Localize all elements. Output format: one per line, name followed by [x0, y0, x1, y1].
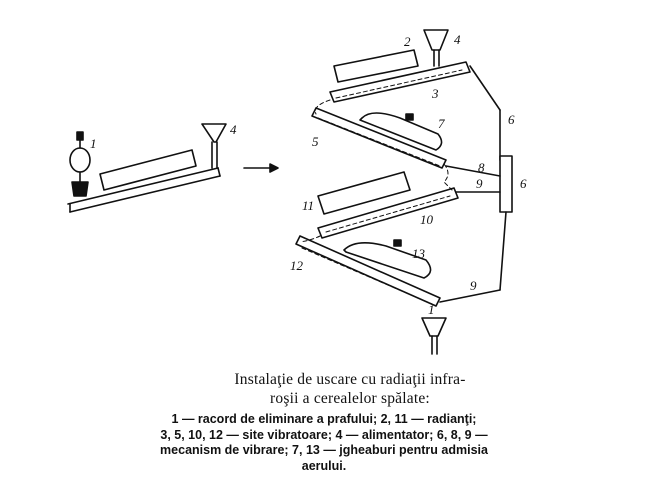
legend-line-4: aerului. [301, 458, 347, 473]
legend-line-3: mecanism de vibrare; 7, 13 — jgheaburi p… [160, 443, 488, 457]
label-8: 8 [478, 160, 485, 175]
feeder-left-funnel [201, 123, 227, 169]
caption-title-line-2: roşii a cerealelor spălate: [270, 390, 430, 407]
left-unit [67, 123, 279, 213]
label-4-left: 4 [230, 122, 237, 137]
sieve-10 [317, 187, 459, 239]
label-2-top: 2 [404, 34, 411, 49]
flow-arrow [243, 163, 279, 173]
label-1-bottom: 1 [428, 302, 435, 317]
dust-outlet-bottom [421, 317, 447, 355]
label-11: 11 [302, 198, 314, 213]
vibration-mechanism [439, 65, 513, 303]
radiator-middle [317, 171, 411, 215]
label-5: 5 [312, 134, 319, 149]
sieve-left [67, 167, 221, 213]
radiator-left [99, 149, 197, 191]
label-9-bottom: 9 [470, 278, 477, 293]
label-3: 3 [431, 86, 439, 101]
radiator-top [333, 49, 419, 83]
label-6-upper: 6 [508, 112, 515, 127]
label-10: 10 [420, 212, 434, 227]
label-1-left: 1 [90, 136, 97, 151]
sieve-5 [311, 107, 447, 169]
diagram-labels: 2 4 3 7 5 8 9 6 6 11 10 12 13 9 1 1 4 [90, 32, 527, 317]
label-13: 13 [412, 246, 426, 261]
sieve-12 [295, 235, 441, 307]
dryer-main [295, 29, 513, 355]
label-9-mid: 9 [476, 176, 483, 191]
label-12: 12 [290, 258, 304, 273]
legend-line-1: 1 — racord de eliminare a prafului; 2, 1… [171, 412, 477, 426]
legend-line-2: 3, 5, 10, 12 — site vibratoare; 4 — alim… [160, 427, 488, 442]
air-chute-13 [343, 239, 432, 279]
feeder-top [423, 29, 449, 67]
label-4-top: 4 [454, 32, 461, 47]
sieve-3 [329, 61, 471, 103]
dust-outlet-1-left [69, 131, 91, 197]
caption-title-line-1: Instalaţie de uscare cu radiaţii infra- [234, 371, 466, 388]
caption-legend: 1 — racord de eliminare a prafului; 2, 1… [64, 412, 584, 474]
air-chute-7 [359, 112, 443, 151]
label-7: 7 [438, 116, 445, 131]
caption-title: Instalaţie de uscare cu radiaţii infra- … [150, 370, 550, 408]
label-6-box: 6 [520, 176, 527, 191]
